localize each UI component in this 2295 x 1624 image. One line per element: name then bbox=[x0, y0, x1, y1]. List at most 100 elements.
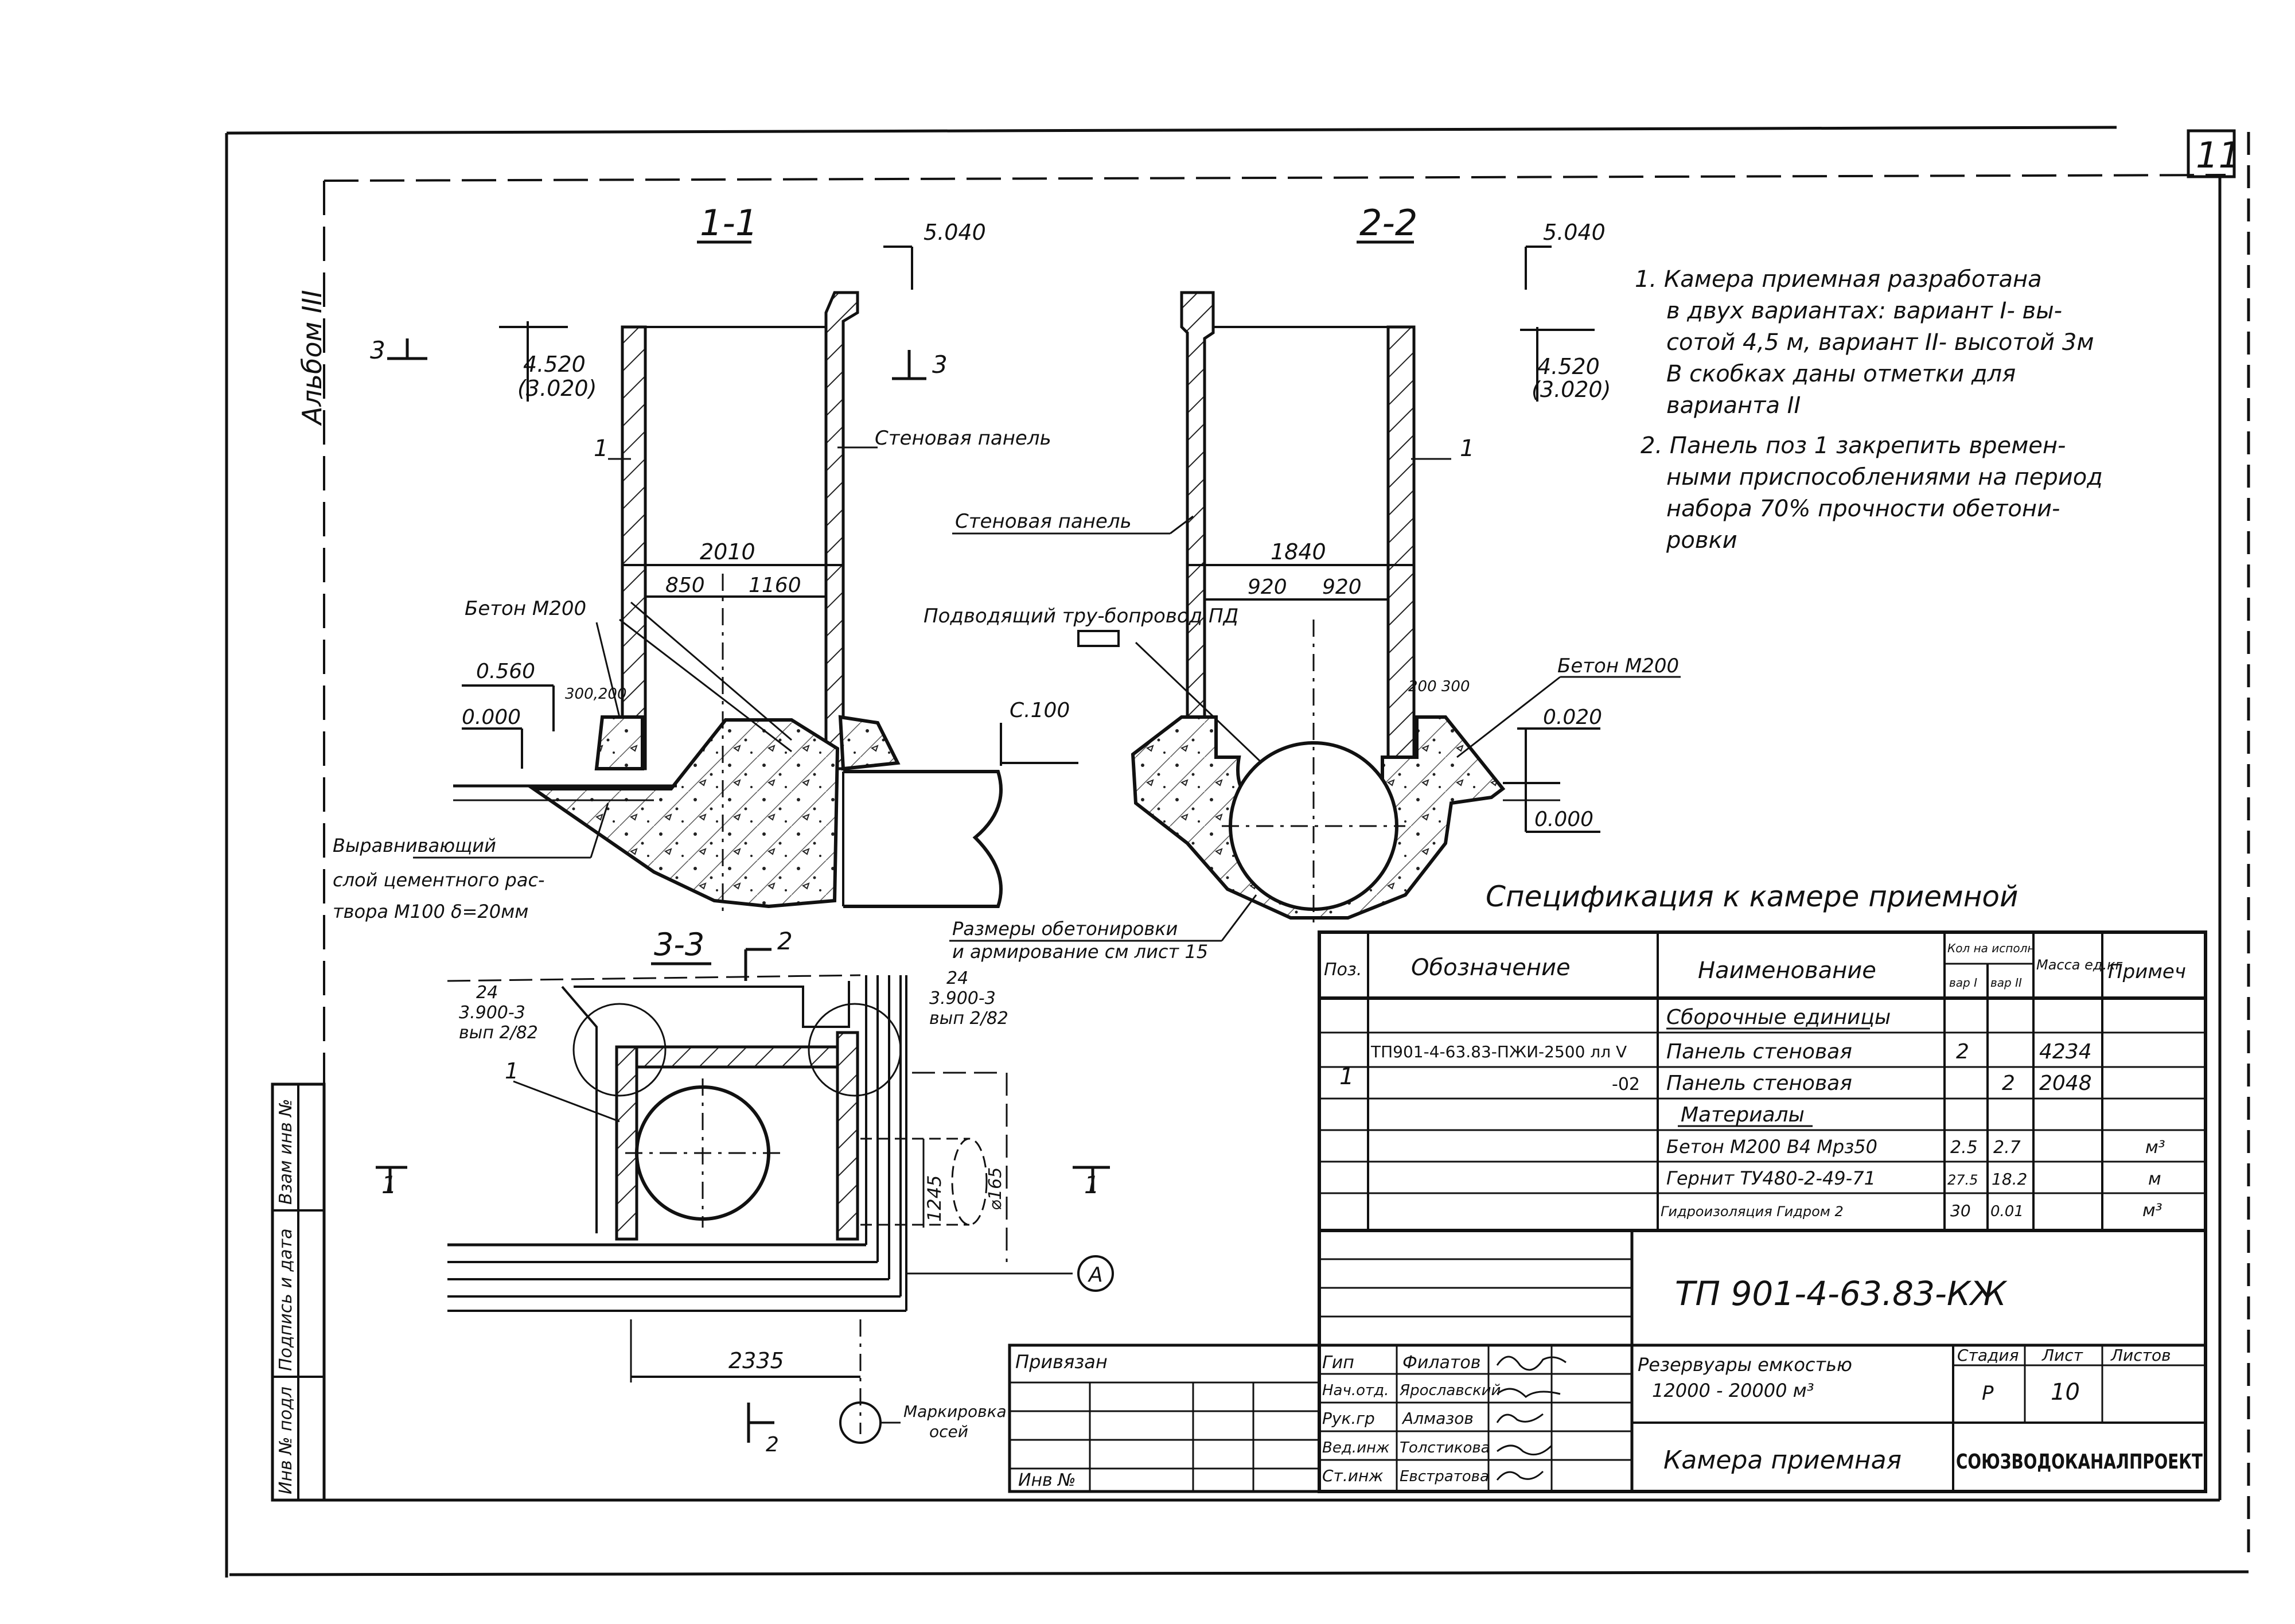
spec-table bbox=[1318, 930, 2207, 1232]
spec-row-1-pos: 1 bbox=[1339, 1064, 1354, 1090]
axis-a-label: A bbox=[1088, 1263, 1103, 1287]
concreting-note-line-2: и армирование см лист 15 bbox=[952, 941, 1208, 963]
spec-row-5-name: Гернит ТУ480-2-49-71 bbox=[1666, 1167, 1876, 1189]
spec-row-6-name: Гидроизоляция Гидром 2 bbox=[1661, 1204, 1844, 1220]
spec-row-6-q1: 30 bbox=[1950, 1201, 1971, 1220]
axis-marking-label-1: Маркировка bbox=[903, 1402, 1007, 1421]
spec-row-4-q2: 2.7 bbox=[1993, 1138, 2021, 1158]
section-2-2 bbox=[949, 246, 1681, 942]
section-1-1-pos-1: 1 bbox=[594, 435, 608, 462]
title-block bbox=[1008, 1229, 2207, 1493]
privyazan-label: Привязан bbox=[1015, 1351, 1108, 1373]
stage-header: Стадия bbox=[1957, 1346, 2019, 1365]
spec-header-qty-v2: вар II bbox=[1990, 976, 2022, 990]
note-line: 2. Панель поз 1 закрепить времен- bbox=[1641, 433, 2066, 459]
spec-row-6-q2: 0.01 bbox=[1990, 1203, 2024, 1220]
plan-ref-right-3: вып 2/82 bbox=[929, 1008, 1008, 1029]
spec-row-1-designation: ТП901-4-63.83-ПЖИ-2500 лл V bbox=[1370, 1042, 1627, 1061]
section-1-1-dim-right: 1160 bbox=[749, 574, 801, 597]
name-almazov: Алмазов bbox=[1401, 1409, 1474, 1428]
plan-ref-right-2: 3.900-3 bbox=[929, 988, 996, 1008]
role-ved-inzh: Вед.инж bbox=[1322, 1439, 1390, 1456]
sheet-header: Лист bbox=[2041, 1346, 2083, 1365]
spec-header-qty: Кол на исполн bbox=[1947, 941, 2035, 955]
spec-row-2-designation: -02 bbox=[1612, 1074, 1640, 1095]
section-2-2-elev-panel-alt: (3.020) bbox=[1532, 377, 1611, 402]
sheet-border bbox=[225, 126, 2250, 1578]
spec-row-2-mass: 2048 bbox=[2039, 1072, 2092, 1095]
section-1-1 bbox=[387, 246, 1078, 918]
section-1-1-elev-0000: 0.000 bbox=[462, 706, 521, 729]
section-2-2-dim-right: 920 bbox=[1322, 575, 1362, 599]
spec-row-1-name: Панель стеновая bbox=[1666, 1040, 1852, 1064]
album-label: Альбом III bbox=[297, 290, 328, 426]
section-1-1-concrete-label: Бетон М200 bbox=[465, 597, 586, 620]
project-name-line-2: 12000 - 20000 м³ bbox=[1652, 1380, 1814, 1401]
spec-row-4-name: Бетон М200 В4 Мрз50 bbox=[1666, 1136, 1877, 1158]
spec-row-6-note: м³ bbox=[2142, 1201, 2162, 1221]
note-line: 1. Камера приемная разработана bbox=[1635, 266, 2042, 293]
section-2-2-dim-left: 920 bbox=[1248, 575, 1287, 599]
section-2-2-pos-1: 1 bbox=[1460, 435, 1474, 462]
name-tolstikova: Толстикова bbox=[1400, 1439, 1490, 1456]
plan-3-3-section-2-mark: 2 bbox=[777, 927, 793, 955]
plan-section-1-left: 1 bbox=[381, 1171, 397, 1199]
side-stamp-sign: Подпись и дата bbox=[276, 1229, 296, 1372]
section-1-1-dim-300-200: 300,200 bbox=[565, 686, 627, 703]
plan-section-1-right: 1 bbox=[1084, 1171, 1100, 1199]
section-1-1-mark-3-right: 3 bbox=[932, 350, 948, 379]
name-yaroslavsky: Ярославский bbox=[1399, 1382, 1501, 1399]
name-filatov: Филатов bbox=[1402, 1353, 1480, 1373]
role-gip: Гип bbox=[1322, 1353, 1354, 1373]
project-name-line-1: Резервуары емкостью bbox=[1638, 1354, 1852, 1376]
section-1-1-elev-0560: 0.560 bbox=[476, 660, 535, 683]
signatures bbox=[1496, 1356, 1567, 1481]
spec-row-2-name: Панель стеновая bbox=[1666, 1072, 1852, 1095]
spec-header-pos: Поз. bbox=[1324, 960, 1362, 980]
spec-row-0-name: Сборочные единицы bbox=[1666, 1006, 1891, 1029]
spec-header-note: Примеч bbox=[2108, 960, 2186, 983]
spec-row-1-q1: 2 bbox=[1956, 1040, 1969, 1064]
sheets-header: Листов bbox=[2110, 1346, 2171, 1365]
section-1-1-dim-total: 2010 bbox=[700, 539, 755, 564]
note-line: набора 70% прочности обетони- bbox=[1666, 496, 2060, 522]
note-line: варианта II bbox=[1666, 392, 1801, 419]
plan-3-3 bbox=[376, 948, 1114, 1444]
sheet-value: 10 bbox=[2051, 1379, 2080, 1405]
spec-row-5-q2: 18.2 bbox=[1992, 1170, 2027, 1189]
drawing-name: Камера приемная bbox=[1663, 1446, 1902, 1475]
plan-section-2-bottom: 2 bbox=[766, 1433, 779, 1456]
spec-header-mass: Масса ед.кг bbox=[2036, 957, 2123, 973]
side-stamp-inv: Инв № подл bbox=[276, 1387, 296, 1494]
section-2-2-elev-0000: 0.000 bbox=[1534, 808, 1593, 831]
side-stamp bbox=[271, 1082, 326, 1502]
spec-row-1-mass: 4234 bbox=[2039, 1040, 2092, 1064]
note-line: ными приспособлениями на период bbox=[1666, 464, 2103, 490]
spec-row-4-note: м³ bbox=[2145, 1138, 2165, 1158]
section-1-1-elev-panel-alt: (3.020) bbox=[517, 376, 597, 401]
section-1-1-mark-3-left: 3 bbox=[370, 336, 385, 364]
name-evstratova: Евстратова bbox=[1400, 1468, 1489, 1485]
section-1-1-elev-c100: С.100 bbox=[1010, 699, 1070, 722]
plan-dim-2335: 2335 bbox=[728, 1348, 784, 1373]
side-stamp-replace: Взам инв № bbox=[276, 1099, 296, 1205]
plan-ref-right-1: 24 bbox=[946, 968, 968, 988]
spec-row-2-q2: 2 bbox=[2002, 1072, 2015, 1095]
plan-dim-d165: ⌀165 bbox=[985, 1167, 1006, 1210]
general-notes: 1. Камера приемная разработана в двух ва… bbox=[1635, 266, 2103, 554]
spec-row-5-q1: 27.5 bbox=[1947, 1172, 1978, 1188]
plan-ref-left-3: вып 2/82 bbox=[459, 1023, 538, 1043]
drawing-code: ТП 901-4-63.83-КЖ bbox=[1675, 1274, 2008, 1313]
spec-title: Спецификация к камере приемной bbox=[1486, 880, 2018, 913]
section-1-1-elev-top: 5.040 bbox=[924, 220, 986, 245]
leveling-note-line-1: Выравнивающий bbox=[333, 835, 496, 856]
note-line: сотой 4,5 м, вариант II- высотой 3м bbox=[1666, 329, 2094, 356]
section-2-2-elev-panel: 4.520 bbox=[1537, 354, 1600, 379]
stage-value: Р bbox=[1982, 1382, 1994, 1405]
plan-pos-1: 1 bbox=[505, 1058, 519, 1084]
section-2-2-dim-total: 1840 bbox=[1271, 539, 1326, 564]
plan-dim-1245: 1245 bbox=[924, 1175, 945, 1222]
section-2-2-dim-200-300: 200 300 bbox=[1408, 678, 1470, 695]
org-name: СОЮЗВОДОКАНАЛПРОЕКТ bbox=[1956, 1450, 2203, 1474]
